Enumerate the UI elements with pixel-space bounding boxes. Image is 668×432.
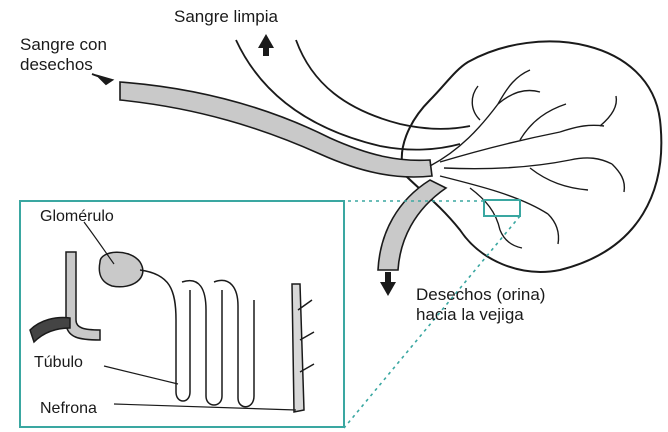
arrow-right-icon: [92, 74, 112, 84]
nephron-label: Nefrona: [40, 398, 97, 419]
renal-artery: [120, 82, 432, 177]
kidney-outline: [402, 41, 661, 271]
tubule-label: Túbulo: [34, 352, 83, 373]
glomerulus-capsule: [99, 252, 143, 287]
arrow-up-icon: [258, 34, 274, 56]
dirty-blood-label-line2: desechos: [20, 54, 93, 75]
dirty-blood-label-line1: Sangre con: [20, 34, 107, 55]
arrow-down-icon: [380, 272, 396, 296]
urine-label-line2: hacia la vejiga: [416, 304, 524, 325]
urine-label-line1: Desechos (orina): [416, 284, 545, 305]
clean-blood-label: Sangre limpia: [174, 6, 278, 27]
glomerulus-label: Glomérulo: [40, 206, 114, 227]
ureter: [378, 180, 446, 270]
